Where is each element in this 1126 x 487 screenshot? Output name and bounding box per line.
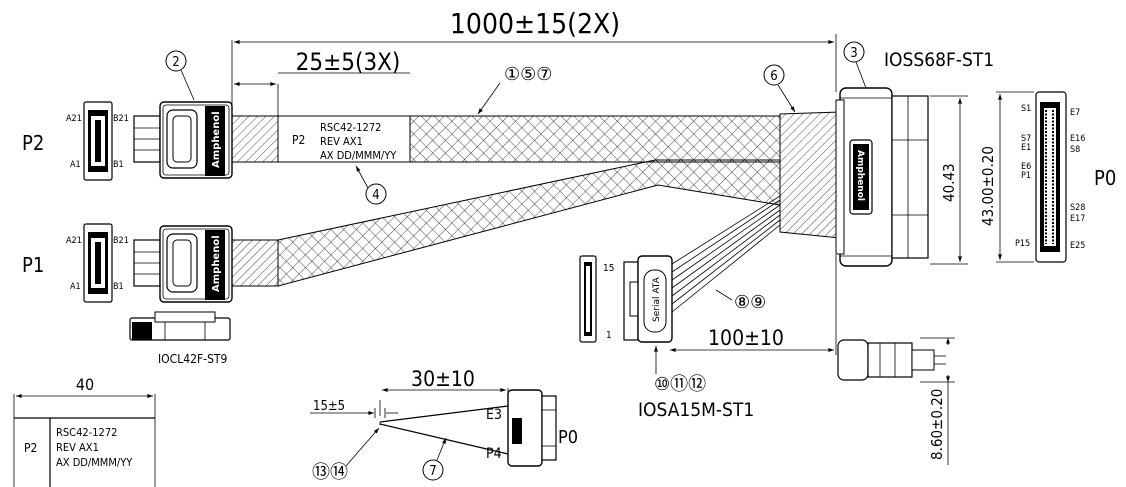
- pin-p0-e16: E16: [1070, 134, 1085, 144]
- label-detail-line3: AX DD/MMM/YY: [56, 456, 133, 469]
- dim-p0-short-length: 30±10: [379, 367, 509, 416]
- dim-overall-length: 1000±15(2X): [231, 7, 837, 118]
- pin-p2-a21: A21: [66, 114, 82, 124]
- balloon-6: 6: [763, 64, 796, 113]
- sata-wires: [671, 195, 781, 313]
- dim-p0-width-text: 43.00±0.20: [979, 146, 997, 226]
- dim-p0-short-length-text: 30±10: [411, 367, 475, 391]
- dim-branch-length-text: 25±5(3X): [296, 48, 401, 76]
- brand-p2: Amphenol: [211, 111, 222, 168]
- svg-text:⑧⑨: ⑧⑨: [734, 292, 766, 313]
- cable-label-line1: RSC42-1272: [320, 121, 381, 134]
- pin-p2-b1: B1: [113, 160, 124, 170]
- pin-p0-e17: E17: [1070, 214, 1085, 224]
- pin-p1-a1: A1: [70, 282, 81, 292]
- brand-p1: Amphenol: [211, 235, 222, 292]
- balloon-101112: ⑩⑪⑫: [654, 345, 706, 395]
- svg-text:4: 4: [372, 188, 379, 203]
- cable-label-port: P2: [292, 133, 305, 147]
- balloon-7: 7: [422, 437, 447, 481]
- dim-branch-length: 25±5(3X): [234, 48, 410, 118]
- sata-text: Serial ATA: [652, 276, 662, 322]
- dim-p0-width: 43.00±0.20: [979, 91, 1034, 263]
- dim-label-width-text: 40: [76, 375, 94, 394]
- port-p0-short-label: P0: [558, 427, 578, 448]
- label-detail-line1: RSC42-1272: [56, 426, 117, 439]
- balloon-1314: ⑬⑭: [312, 427, 380, 483]
- pin-p2-a1: A1: [70, 160, 81, 170]
- balloon-89: ⑧⑨: [715, 289, 766, 313]
- pin-p1-b21: B21: [113, 236, 129, 246]
- pin-p1-a21: A21: [66, 236, 82, 246]
- pin-p0-s7: S7: [1021, 134, 1031, 144]
- dim-p0-depth: 8.60±0.20: [920, 337, 955, 465]
- pin-p0-s8: S8: [1070, 145, 1080, 155]
- brand-p0: Amphenol: [855, 150, 865, 201]
- pin-p0-e6: E6: [1021, 162, 1031, 172]
- dim-p0-height: 40.43: [930, 95, 968, 265]
- latch-part: IOCL42F-ST9: [129, 311, 231, 366]
- connector-sata: 15 1 Serial ATA: [579, 255, 673, 343]
- pin-p0-p1: P1: [1021, 171, 1031, 181]
- pin-p0-s1: S1: [1021, 104, 1031, 114]
- connector-p2-body: Amphenol: [133, 101, 233, 179]
- balloon-157: ①⑤⑦: [477, 64, 552, 115]
- p0-pin-rows: [1045, 110, 1054, 244]
- pin-p2-b21: B21: [113, 114, 129, 124]
- sata-pin-1: 1: [606, 330, 612, 341]
- latch-part-number: IOCL42F-ST9: [158, 352, 228, 366]
- svg-text:2: 2: [172, 55, 179, 70]
- cable-p1: [231, 159, 781, 287]
- dim-p0-height-text: 40.43: [940, 163, 958, 202]
- connector-p1-body: Amphenol: [133, 225, 233, 303]
- pin-p0-e1: E1: [1021, 143, 1031, 153]
- pin-p0-e7: E7: [1070, 108, 1080, 118]
- balloon-2: 2: [165, 50, 195, 101]
- pin-p1-b1: B1: [113, 282, 124, 292]
- dim-p0-tail: 15±5: [310, 399, 398, 418]
- pin-p0-s28: S28: [1070, 203, 1085, 213]
- connector-p2-face: A21 A1 B21 B1 P2: [22, 101, 129, 181]
- cable-p2: [231, 115, 781, 163]
- p0-bottom-view: [837, 339, 946, 381]
- port-p1-label: P1: [22, 253, 44, 277]
- dim-p0-depth-text: 8.60±0.20: [928, 389, 946, 460]
- port-p0-label: P0: [1094, 166, 1116, 190]
- port-e3-label: E3: [486, 407, 502, 423]
- pin-p0-e25: E25: [1070, 241, 1085, 251]
- svg-text:①⑤⑦: ①⑤⑦: [504, 64, 552, 85]
- label-detail-line2: REV AX1: [56, 441, 99, 454]
- svg-text:⑩⑪⑫: ⑩⑪⑫: [654, 374, 706, 395]
- label-detail-port: P2: [24, 441, 37, 455]
- svg-text:6: 6: [770, 69, 777, 84]
- port-p2-label: P2: [22, 131, 44, 155]
- cable-overmold: [779, 111, 841, 239]
- cable-label-line2: REV AX1: [320, 135, 363, 148]
- dim-sata-offset-text: 100±10: [708, 326, 784, 350]
- balloon-4: 4: [355, 165, 387, 205]
- sata-part-number: IOSA15M-ST1: [638, 399, 754, 421]
- balloon-3: 3 IOSS68F-ST1: [843, 41, 994, 89]
- port-p4-label: P4: [486, 446, 502, 462]
- svg-text:3: 3: [850, 46, 857, 61]
- p0-short-assembly: E3 P4 P0: [379, 389, 578, 467]
- svg-text:⑬⑭: ⑬⑭: [312, 462, 348, 483]
- connector-p1-face: A21 A1 B21 B1 P1: [22, 223, 129, 303]
- dim-overall-length-text: 1000±15(2X): [450, 7, 620, 40]
- pin-p0-p15: P15: [1015, 239, 1030, 249]
- connector-p0-side: Amphenol: [835, 87, 929, 267]
- dim-p0-tail-text: 15±5: [313, 399, 345, 414]
- sata-pin-15: 15: [603, 263, 614, 274]
- cable-label-line3: AX DD/MMM/YY: [320, 149, 397, 162]
- cable-label: P2 RSC42-1272 REV AX1 AX DD/MMM/YY: [292, 121, 397, 162]
- p0-part-number: IOSS68F-ST1: [884, 49, 994, 71]
- connector-p0-face: S1 S7 E1 E6 P1 P15 E7 E16 S8 S28 E17 E25…: [1015, 91, 1116, 263]
- svg-text:7: 7: [429, 464, 436, 479]
- label-detail: 40 P2 RSC42-1272 REV AX1 AX DD/MMM/YY: [13, 375, 156, 487]
- dim-sata-offset: 100±10: [670, 255, 837, 355]
